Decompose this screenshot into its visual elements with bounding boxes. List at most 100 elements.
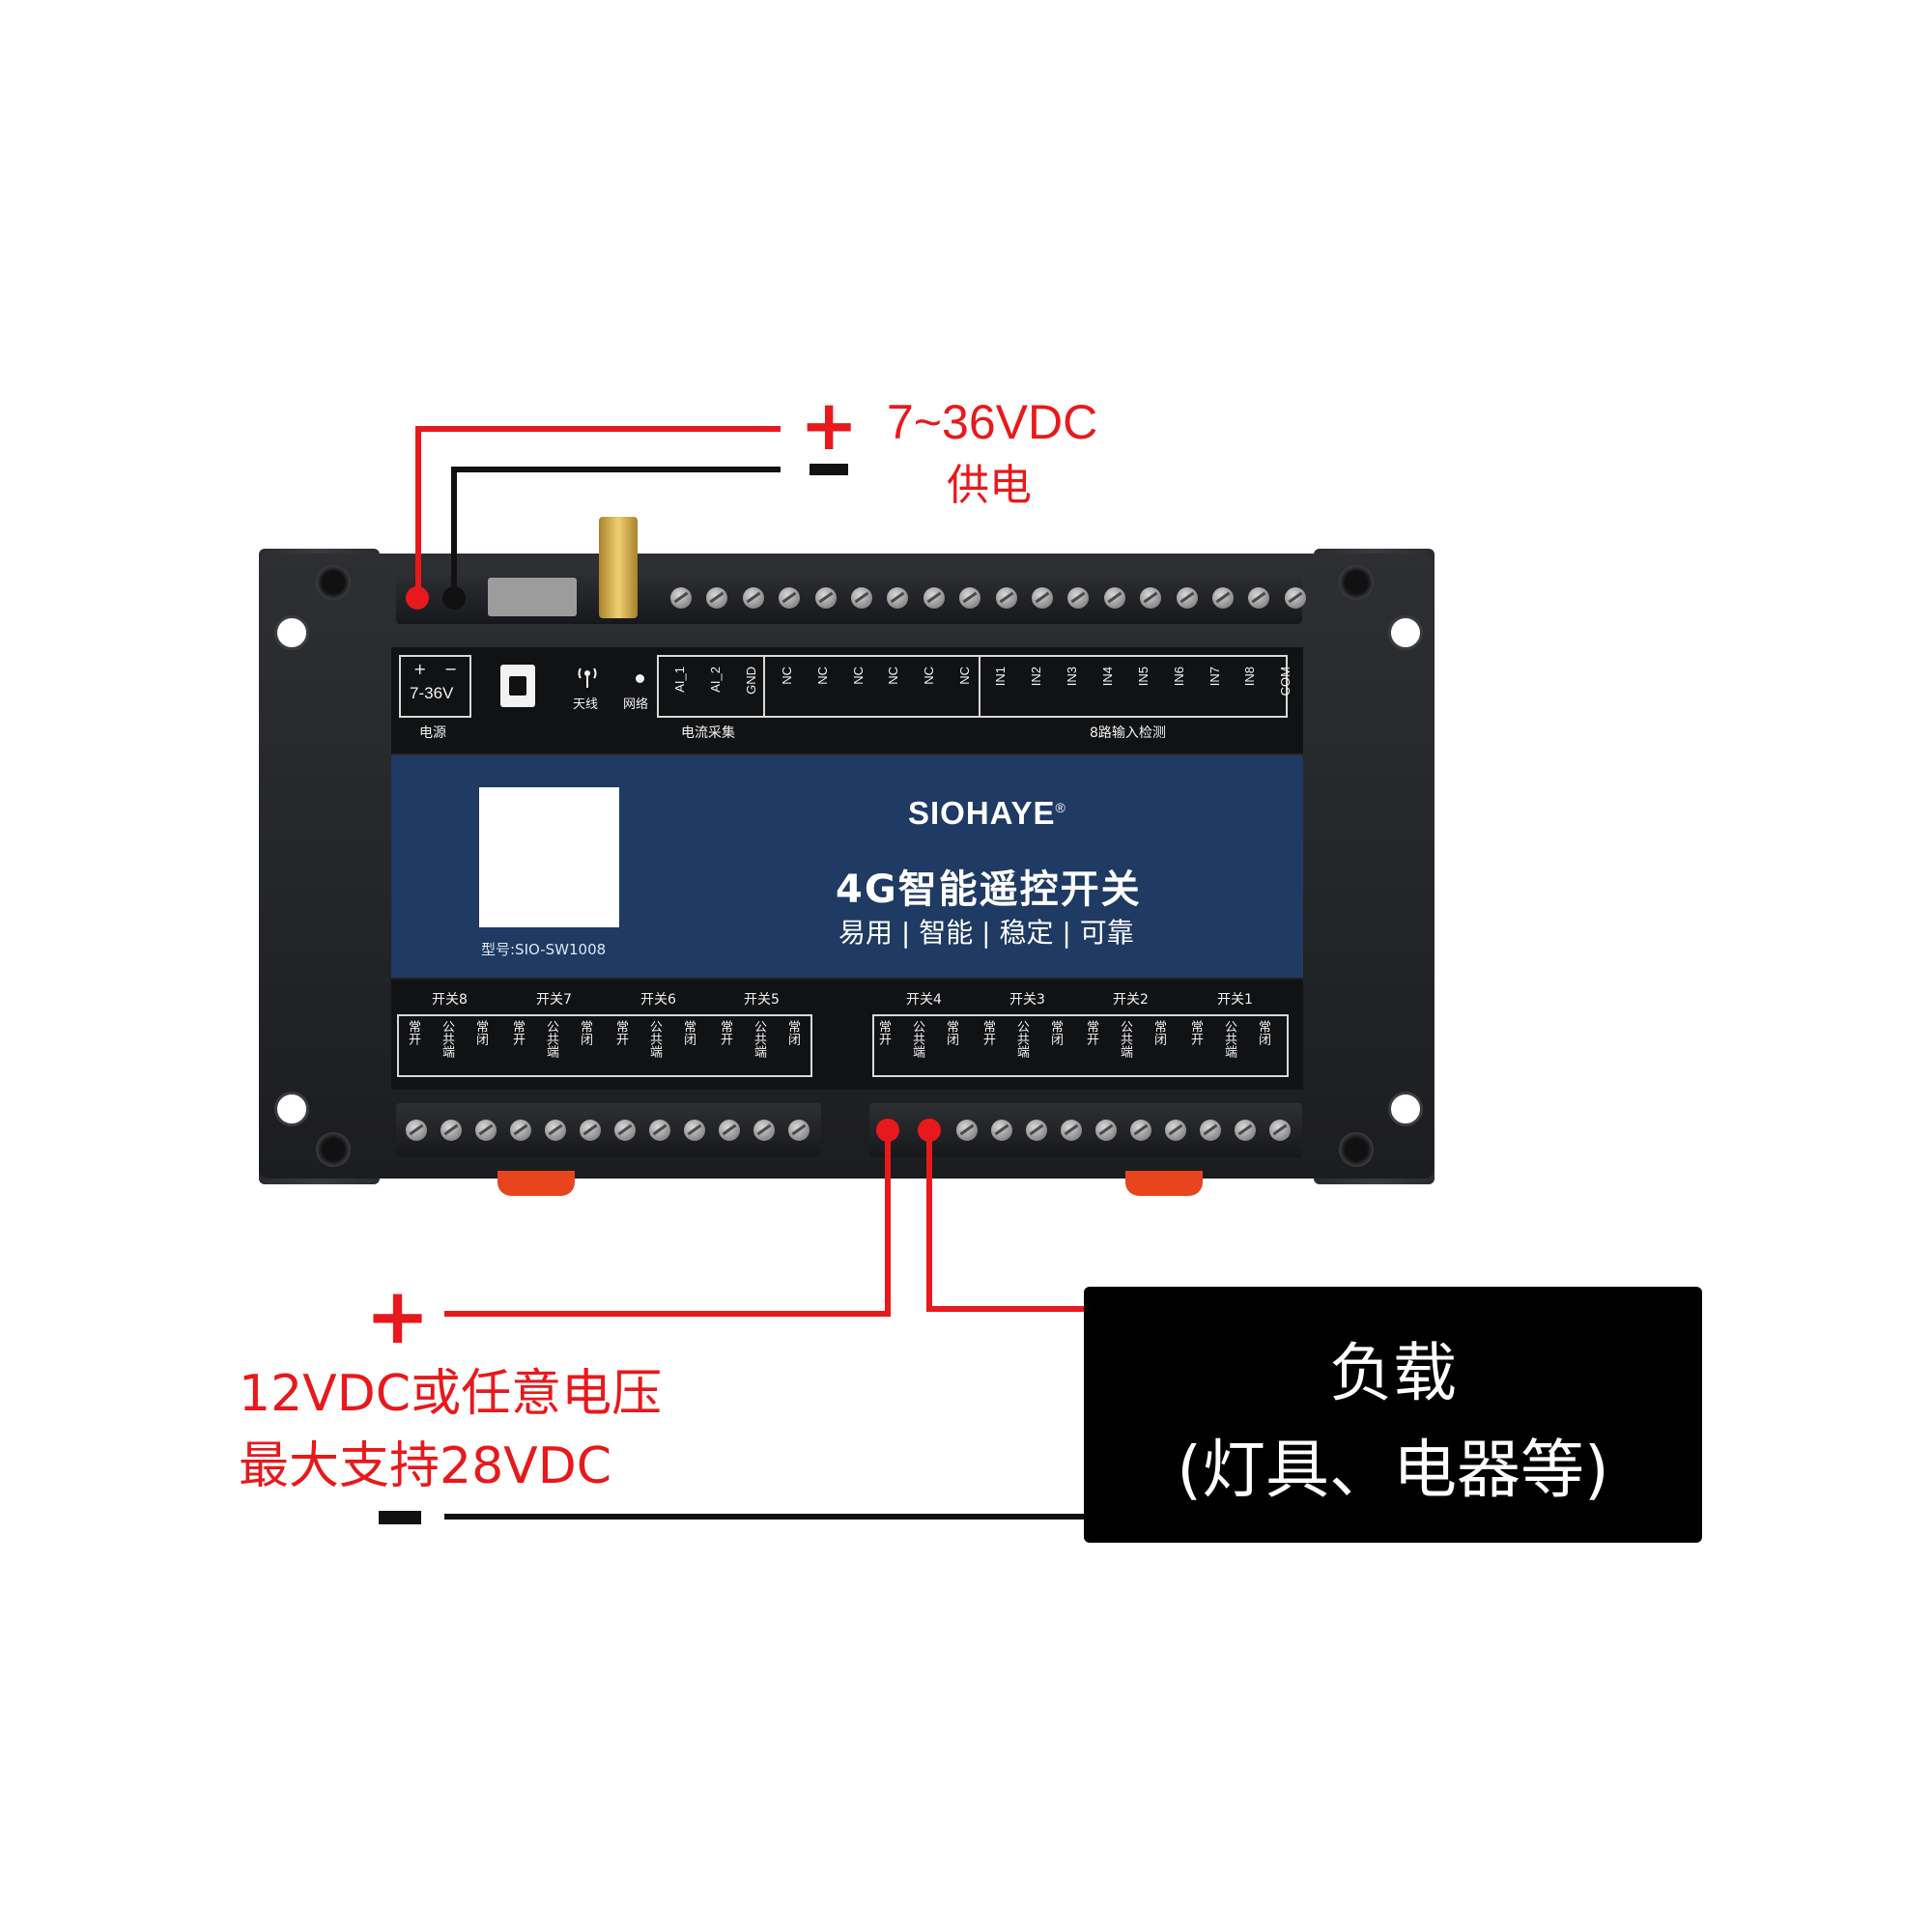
load-supply-line2: 最大支持28VDC — [239, 1437, 612, 1495]
top-terminal-label: AI_1 — [672, 667, 687, 693]
switch-label: 开关5 — [744, 992, 780, 1008]
relay-terminal-label: 公共端 — [910, 1020, 924, 1058]
bottom-terminal-screw[interactable] — [1061, 1120, 1082, 1141]
switch-label: 开关1 — [1217, 992, 1253, 1008]
relay-terminal-label: 常开 — [406, 1020, 420, 1045]
relay-terminal-label: 公共端 — [752, 1020, 766, 1058]
bottom-terminal-screw[interactable] — [475, 1120, 497, 1141]
relay-terminal-label: 常闭 — [473, 1020, 488, 1045]
sim-icon — [500, 665, 535, 707]
power-minus-terminal[interactable] — [442, 586, 466, 610]
relay-terminal-label: 公共端 — [544, 1020, 558, 1058]
bottom-terminal-screw[interactable] — [1130, 1120, 1151, 1141]
registered-mark: ® — [1055, 800, 1066, 815]
top-terminal-screw[interactable] — [1212, 587, 1234, 609]
relay-box-right — [872, 1014, 1289, 1077]
antenna-caption: 天线 — [573, 697, 599, 712]
switch-label: 开关4 — [906, 992, 942, 1008]
top-terminal-screw[interactable] — [1067, 587, 1089, 609]
relay-terminal-label: 公共端 — [1014, 1020, 1029, 1058]
top-terminal-screw[interactable] — [815, 587, 837, 609]
bottom-terminal-screw[interactable] — [719, 1120, 740, 1141]
top-terminal-screw[interactable] — [1104, 587, 1125, 609]
screw-hole-bottom-right — [1339, 1132, 1374, 1167]
power-label-box — [399, 655, 471, 718]
mount-hole-bottom-left — [274, 1092, 309, 1126]
network-led — [636, 674, 644, 683]
bottom-terminal-screw[interactable] — [614, 1120, 636, 1141]
top-terminal-label: NC — [851, 667, 866, 685]
bottom-terminal-screw[interactable] — [649, 1120, 670, 1141]
top-terminal-screw[interactable] — [959, 587, 980, 609]
bottom-terminal-screw[interactable] — [1026, 1120, 1047, 1141]
bottom-terminal-screw[interactable] — [956, 1120, 978, 1141]
bottom-terminal-screw[interactable] — [788, 1120, 810, 1141]
top-terminal-screw[interactable] — [851, 587, 872, 609]
bottom-terminal-screw[interactable] — [753, 1120, 775, 1141]
din-clip-right — [1125, 1171, 1203, 1196]
relay-terminal-label: 常闭 — [578, 1020, 592, 1045]
input-terminal-box — [979, 655, 1288, 718]
top-terminal-label: GND — [744, 667, 758, 695]
load-supply-line1: 12VDC或任意电压 — [239, 1365, 663, 1423]
brand-logo: SIOHAYE® — [908, 795, 1066, 832]
load-supply-plus-sign: + — [365, 1271, 431, 1361]
top-terminal-screw[interactable] — [1248, 587, 1269, 609]
top-terminal-label: IN4 — [1100, 667, 1115, 687]
bottom-terminal-screw[interactable] — [1200, 1120, 1221, 1141]
switch-label: 开关8 — [432, 992, 468, 1008]
network-caption: 网络 — [623, 697, 649, 712]
top-terminal-screw[interactable] — [1140, 587, 1161, 609]
top-terminal-label: NC — [886, 667, 900, 685]
supply-voltage: 7~36VDC — [887, 395, 1098, 449]
mount-hole-top-right — [1388, 615, 1423, 650]
top-terminal-label: NC — [780, 667, 794, 685]
bottom-terminal-screw[interactable] — [1095, 1120, 1117, 1141]
sim-card-slot[interactable] — [488, 578, 577, 616]
bottom-terminal-screw[interactable] — [440, 1120, 462, 1141]
top-label-panel — [391, 647, 1303, 753]
relay-terminal-label: 常闭 — [1256, 1020, 1270, 1045]
relay-terminal-label: 常开 — [510, 1020, 525, 1045]
bottom-terminal-screw[interactable] — [991, 1120, 1012, 1141]
top-terminal-screw[interactable] — [996, 587, 1017, 609]
switch-label: 开关2 — [1113, 992, 1149, 1008]
bottom-terminal-screw[interactable] — [684, 1120, 705, 1141]
product-slogan: 易用 | 智能 | 稳定 | 可靠 — [838, 917, 1134, 949]
top-terminal-label: IN7 — [1208, 667, 1222, 687]
top-terminal-screw[interactable] — [887, 587, 908, 609]
switch-label: 开关6 — [640, 992, 676, 1008]
top-terminal-screw[interactable] — [706, 587, 727, 609]
top-terminal-screw[interactable] — [670, 587, 692, 609]
relay-box-left — [397, 1014, 812, 1077]
top-terminal-screw[interactable] — [923, 587, 945, 609]
relay-terminal-label: 公共端 — [1118, 1020, 1132, 1058]
power-plus-terminal[interactable] — [406, 586, 429, 610]
top-terminal-screw[interactable] — [1285, 587, 1306, 609]
top-terminal-label: IN6 — [1172, 667, 1186, 687]
din-clip-left — [497, 1171, 575, 1196]
switch-label: 开关3 — [1009, 992, 1045, 1008]
bottom-terminal-screw[interactable] — [1165, 1120, 1186, 1141]
bottom-terminal-screw[interactable] — [406, 1120, 427, 1141]
relay4-com-terminal-wired[interactable] — [918, 1119, 941, 1142]
bottom-terminal-screw[interactable] — [545, 1120, 566, 1141]
relay-label-panel — [391, 980, 1303, 1090]
current-caption: 电流采集 — [681, 725, 735, 741]
bottom-terminal-screw[interactable] — [510, 1120, 531, 1141]
load-box — [1084, 1287, 1702, 1543]
top-terminal-label: IN5 — [1136, 667, 1151, 687]
top-terminal-screw[interactable] — [779, 587, 800, 609]
top-terminal-label: IN2 — [1029, 667, 1043, 687]
relay-terminal-label: 常闭 — [944, 1020, 958, 1045]
bottom-terminal-screw[interactable] — [580, 1120, 601, 1141]
top-terminal-screw[interactable] — [743, 587, 764, 609]
relay-terminal-label: 常开 — [1188, 1020, 1203, 1045]
top-terminal-screw[interactable] — [1032, 587, 1053, 609]
relay4-no-terminal-wired[interactable] — [876, 1119, 899, 1142]
bottom-terminal-screw[interactable] — [1235, 1120, 1256, 1141]
top-terminal-screw[interactable] — [1177, 587, 1198, 609]
supply-plus-sign: + — [800, 384, 859, 466]
bottom-terminal-screw[interactable] — [1269, 1120, 1291, 1141]
antenna-connector[interactable] — [599, 517, 638, 618]
